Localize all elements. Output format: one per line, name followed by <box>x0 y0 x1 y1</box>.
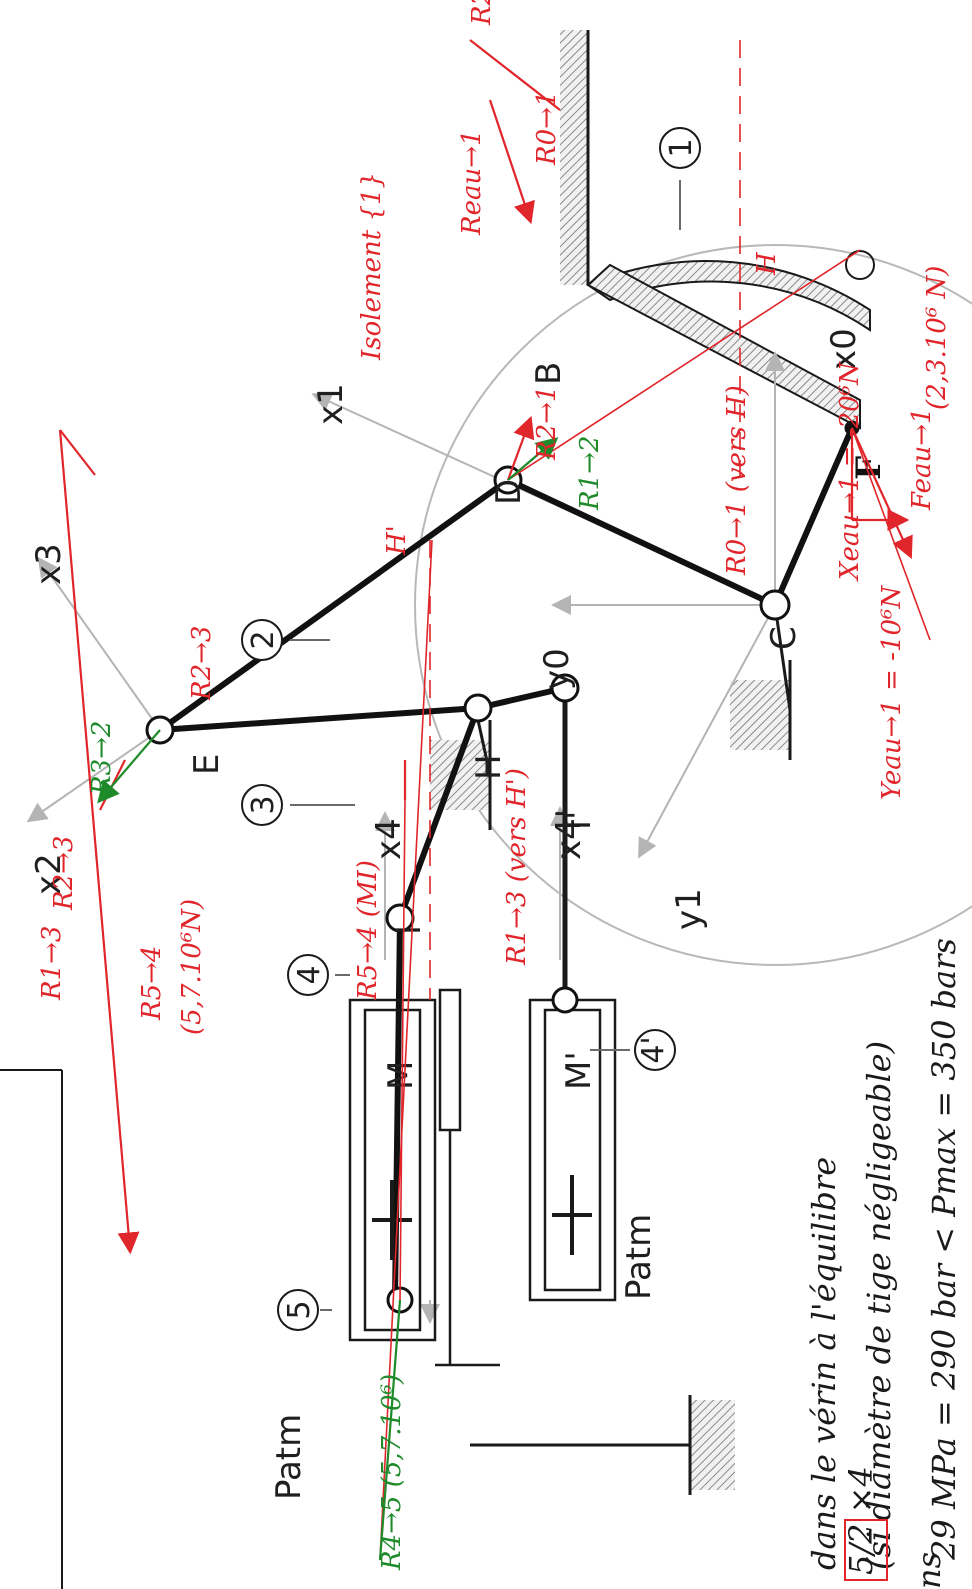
part-number-4-prime: 4' <box>636 1036 671 1063</box>
patm-label-cylinder: Patm <box>619 1214 659 1300</box>
patm-label-outlet: Patm <box>269 1414 309 1500</box>
joint-label-M: M <box>381 1061 421 1090</box>
part-number-2: 2 <box>246 630 281 649</box>
axis-label-y0: y0 <box>537 648 577 690</box>
green-force-arrows <box>97 437 559 1561</box>
boxed-fraction-box <box>844 1519 888 1581</box>
joint-label-I: I <box>389 925 429 935</box>
r23-label: R2→3 <box>187 626 217 701</box>
axis-label-x3: x3 <box>29 543 69 585</box>
joint-label-D: D <box>489 479 529 505</box>
yeau-label: Yeau→1 = -10⁶N <box>877 585 907 800</box>
joint-label-E: E <box>187 754 227 775</box>
r54-label: R5→4 (MI) <box>353 860 383 1001</box>
r12-label: R1→2 <box>575 436 605 511</box>
cut-note: ns <box>910 1552 948 1589</box>
r01-label: R0→1 (vers H) <box>722 385 752 576</box>
axis-label-x1: x1 <box>311 383 351 425</box>
feau-label: Feau→1 <box>907 407 937 511</box>
axis-label-y1: y1 <box>669 888 709 930</box>
part-number-1: 1 <box>664 138 699 157</box>
links <box>157 425 855 1303</box>
r32-label: R3→2 <box>87 721 117 796</box>
axis-label-x4-prime: x4' <box>549 809 589 860</box>
r54-value: (5,7.10⁶N) <box>177 899 207 1035</box>
axis-label-x2: x2 <box>29 853 69 895</box>
axis-label-x4: x4 <box>369 818 409 860</box>
pressure-note: 29 MPa = 290 bar < Pmax = 350 bars <box>925 938 963 1561</box>
isolement-label: Isolement {1} <box>357 172 387 361</box>
r13-label: R1→3 (vers H') <box>502 768 532 966</box>
reau1-top-label: Reau→1 <box>457 129 487 236</box>
ground-h <box>430 719 492 830</box>
r23-left-label: R2→3 <box>49 836 79 911</box>
xeau-label: Xeau→1 = -20⁶N <box>835 361 865 582</box>
verin-note: dans le vérin à l'équilibre <box>805 1157 843 1570</box>
joint-label-H: H <box>469 754 509 780</box>
h-point-label: H <box>752 251 782 276</box>
cylinder-5 <box>348 688 617 1367</box>
gate-part-1: 1 <box>560 30 875 430</box>
tige-note: (si diamètre de tige négligeable) <box>860 1041 898 1570</box>
boxed-fraction: 5/2 ×4 <box>842 1466 880 1575</box>
left-frame <box>0 1069 63 1589</box>
r54-left-label: R5→4 <box>137 946 167 1021</box>
axis-label-x0: x0 <box>824 328 864 370</box>
trajectory-circle <box>414 244 972 966</box>
feau-value: (2,3.10⁶ N) <box>922 266 952 410</box>
r01-top-label: R0→1 <box>532 91 562 166</box>
r45-label: R4→5 (5,7.10⁶) <box>377 1374 407 1571</box>
r21-label: R2→1 <box>532 386 562 461</box>
part-number-5: 5 <box>282 1300 317 1319</box>
ground-bottom <box>470 1395 735 1495</box>
part-callouts <box>241 619 676 1331</box>
joint-label-M-prime: M' <box>559 1051 599 1090</box>
ground-c <box>730 604 792 760</box>
red-force-arrows <box>58 39 913 1255</box>
r21-top-label: R2→1 <box>467 0 497 26</box>
red-construction-lines <box>379 40 931 1561</box>
joint-label-C: C <box>764 626 804 650</box>
joint-label-B: B <box>529 362 569 385</box>
part-number-3: 3 <box>246 795 281 814</box>
joint-label-I-prime: I' <box>559 811 599 830</box>
h-prime-label: H' <box>382 525 412 556</box>
part-number-4: 4 <box>292 965 327 984</box>
r13-left-label: R1→3 <box>37 926 67 1001</box>
